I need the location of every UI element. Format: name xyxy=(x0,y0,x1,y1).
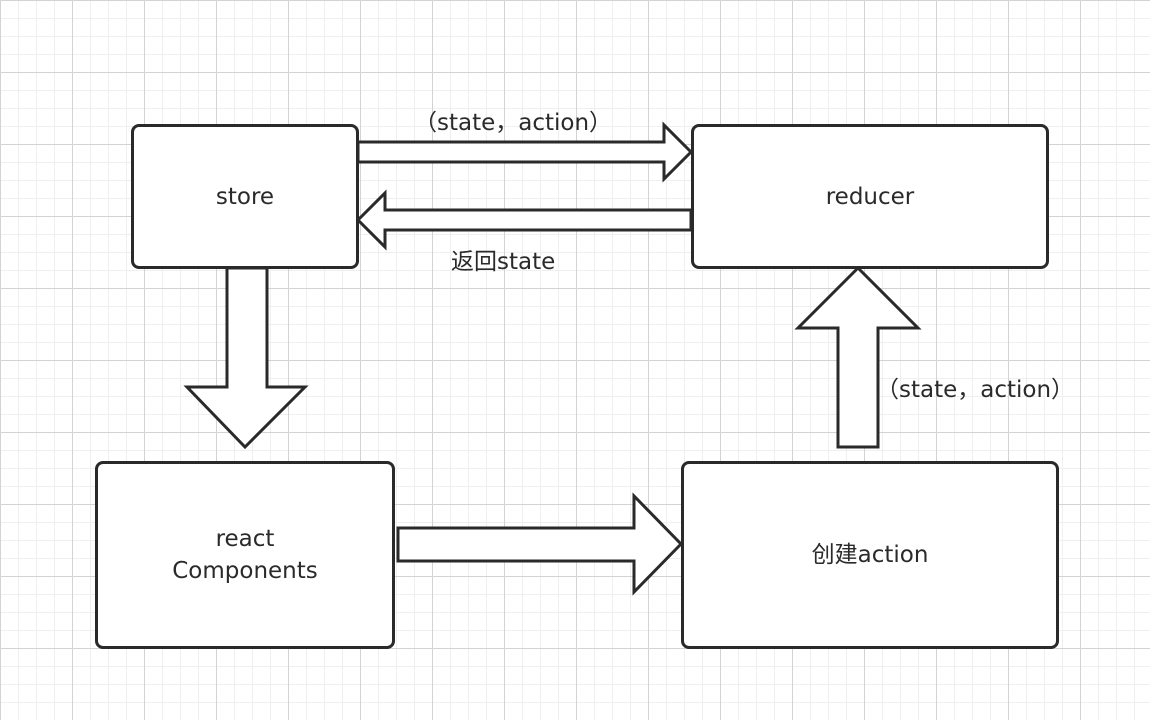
edge-label-reducer-to-store: 返回state xyxy=(451,249,556,275)
react-components-node: react Components xyxy=(95,461,395,649)
arrow-store-to-components xyxy=(183,266,309,450)
arrow-action-to-reducer xyxy=(794,265,922,449)
react-components-label-line2: Components xyxy=(172,558,318,584)
react-components-label-line1: react xyxy=(215,526,275,552)
store-label: store xyxy=(215,183,275,210)
edge-label-store-to-reducer: （state，action） xyxy=(414,110,613,136)
arrow-reducer-to-store xyxy=(355,189,693,251)
arrow-components-to-action xyxy=(396,492,684,596)
arrow-store-to-reducer xyxy=(356,121,694,183)
edge-label-action-to-reducer: （state，action） xyxy=(876,377,1075,403)
create-action-node: 创建action xyxy=(681,461,1059,649)
create-action-label: 创建action xyxy=(811,542,929,568)
store-node: store xyxy=(131,124,359,269)
reducer-node: reducer xyxy=(691,124,1049,269)
reducer-label: reducer xyxy=(825,183,915,210)
